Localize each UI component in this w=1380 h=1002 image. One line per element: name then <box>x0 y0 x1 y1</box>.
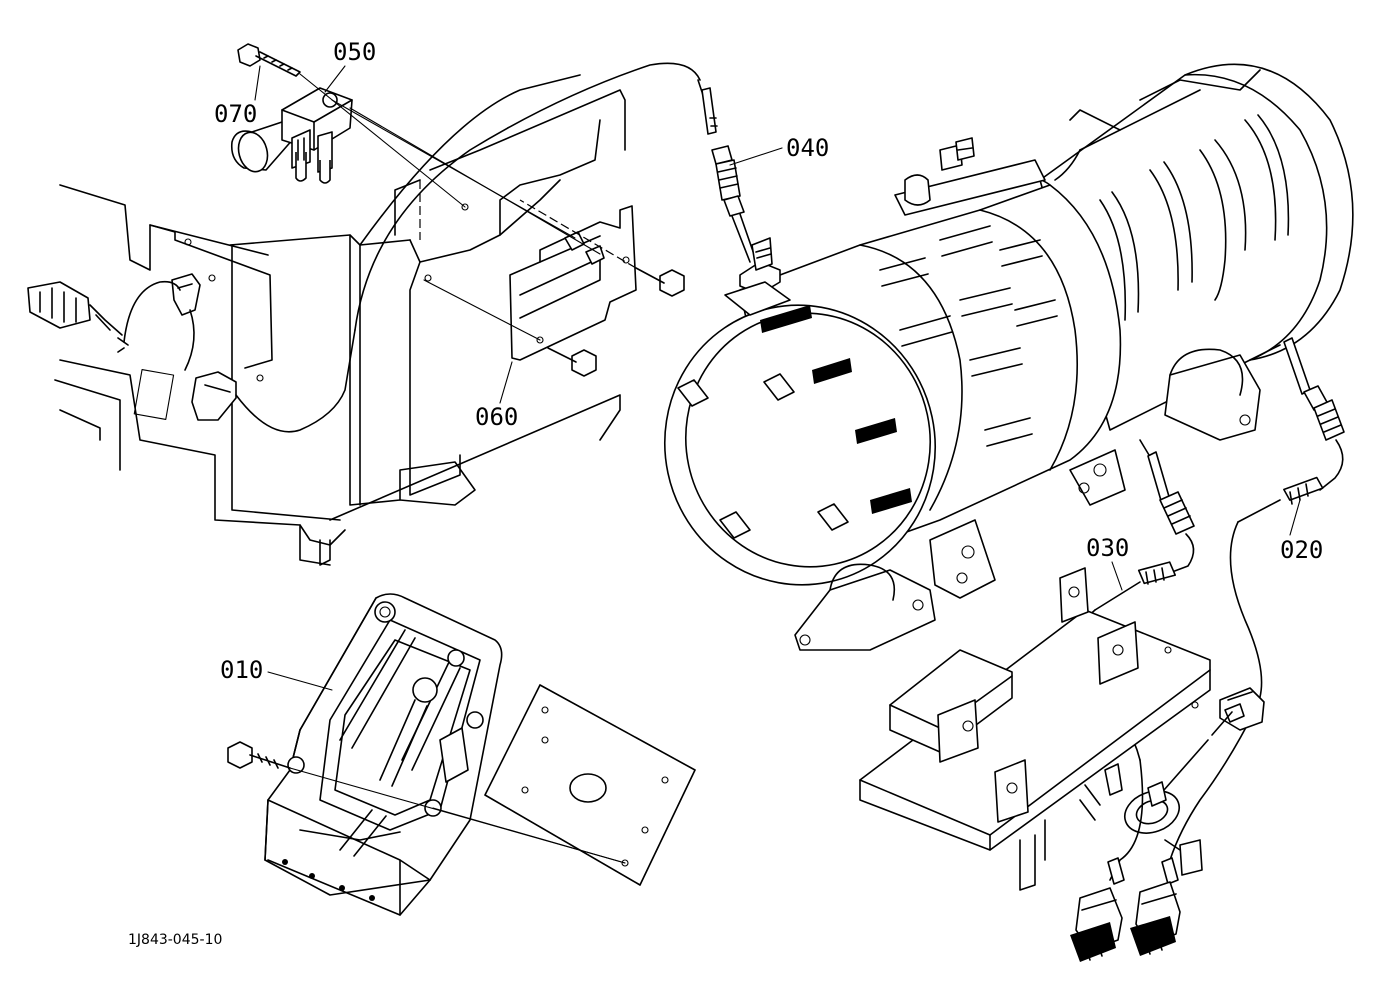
temp-sensor-040 <box>697 79 757 263</box>
label-070: 070 <box>214 100 257 128</box>
label-030: 030 <box>1086 534 1129 562</box>
drawing-code: 1J843-045-10 <box>128 932 222 948</box>
sensor-mount-bracket <box>859 567 1211 891</box>
harness-connector-left <box>27 281 129 353</box>
part-labels: 050 070 040 060 010 030 020 <box>214 38 1323 691</box>
frame-panel <box>54 74 626 566</box>
bolt-070 <box>237 43 301 77</box>
label-060: 060 <box>475 403 518 431</box>
label-020: 020 <box>1280 536 1323 564</box>
label-010: 010 <box>220 656 263 684</box>
explode-lines-top <box>299 73 601 341</box>
label-050: 050 <box>333 38 376 66</box>
bracket-060 <box>509 199 685 377</box>
ecu-mount-plate <box>289 684 696 886</box>
label-040: 040 <box>786 134 829 162</box>
temp-sensor-020 <box>1229 337 1345 711</box>
ecu-010 <box>227 593 503 916</box>
harness-right <box>1109 687 1265 881</box>
dpf-assembly <box>663 63 1354 651</box>
pressure-sensor-050 <box>230 87 353 184</box>
harness-clips <box>123 62 701 433</box>
harness-connectors-bottom-right <box>1070 857 1181 962</box>
